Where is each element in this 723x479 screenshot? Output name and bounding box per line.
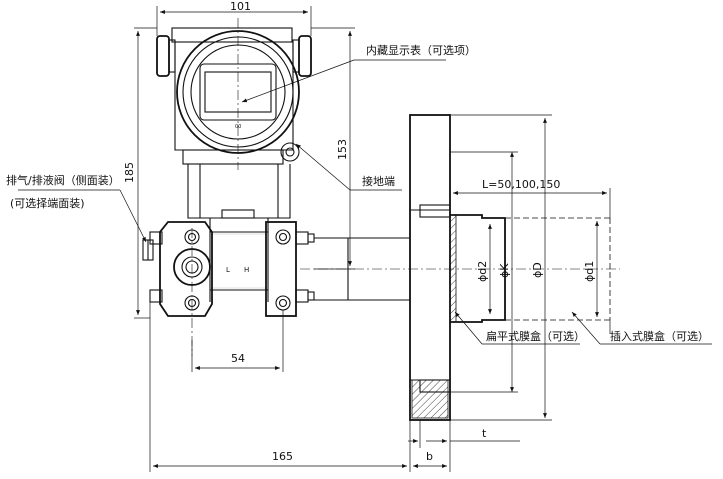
- dim-153-value: 153: [336, 139, 349, 160]
- housing-neck: [187, 164, 291, 219]
- ground-terminal: [280, 142, 300, 162]
- vent-callout: 排气/排液阀（侧面装） (可选择端面装): [6, 173, 147, 243]
- high-side-mark: H: [244, 266, 249, 274]
- dim-101: 101: [156, 0, 312, 36]
- dim-K: ϕK: [450, 151, 518, 393]
- ground-label: 接地端: [362, 175, 395, 188]
- insert-diaphragm-callout: 插入式膜盒（可选）: [571, 311, 712, 345]
- dim-153: 153: [311, 27, 355, 270]
- vent-label-line2: (可选择端面装): [10, 196, 85, 210]
- dim-L-value: L=50,100,150: [482, 178, 560, 191]
- dim-d1-value: ϕd1: [583, 261, 596, 282]
- dim-185: 185: [123, 27, 157, 319]
- dim-D-value: ϕD: [531, 262, 544, 278]
- dim-d2: ϕd2: [476, 224, 492, 314]
- vent-label-line1: 排气/排液阀（侧面装）: [6, 173, 120, 187]
- dim-d2-value: ϕd2: [476, 261, 489, 282]
- dim-165: 165 b: [149, 302, 451, 472]
- mounting-flange: [409, 114, 451, 421]
- dim-K-value: ϕK: [498, 263, 511, 278]
- insert-diaphragm-label: 插入式膜盒（可选）: [610, 329, 709, 343]
- dim-54-value: 54: [231, 352, 245, 365]
- left-flange: [159, 221, 213, 317]
- bolt-heads: [149, 231, 315, 303]
- dim-185-value: 185: [123, 162, 136, 183]
- dim-b-value: b: [426, 450, 433, 463]
- ground-callout: 接地端: [295, 143, 402, 191]
- flat-diaphragm-label: 扁平式膜盒（可选）: [486, 329, 585, 343]
- dim-t: t: [408, 420, 520, 448]
- dim-t-value: t: [482, 427, 487, 440]
- dim-165-value: 165: [272, 450, 293, 463]
- dim-D: ϕD: [450, 114, 552, 421]
- display-callout: 内藏显示表（可选项）: [241, 43, 476, 103]
- dim-54: 54: [191, 310, 284, 372]
- flat-diaphragm-callout: 扁平式膜盒（可选）: [454, 311, 585, 345]
- sensor-body: L H: [209, 218, 269, 302]
- right-flange: [265, 221, 297, 317]
- display-label: 内藏显示表（可选项）: [366, 43, 476, 57]
- vent-valve: [142, 239, 154, 261]
- transmitter-housing: [156, 27, 312, 165]
- center-lines: [191, 18, 620, 356]
- low-side-mark: L: [226, 266, 230, 274]
- dim-L: L=50,100,150: [453, 178, 611, 218]
- dim-d1: ϕd1: [583, 221, 611, 334]
- dim-101-value: 101: [230, 0, 251, 13]
